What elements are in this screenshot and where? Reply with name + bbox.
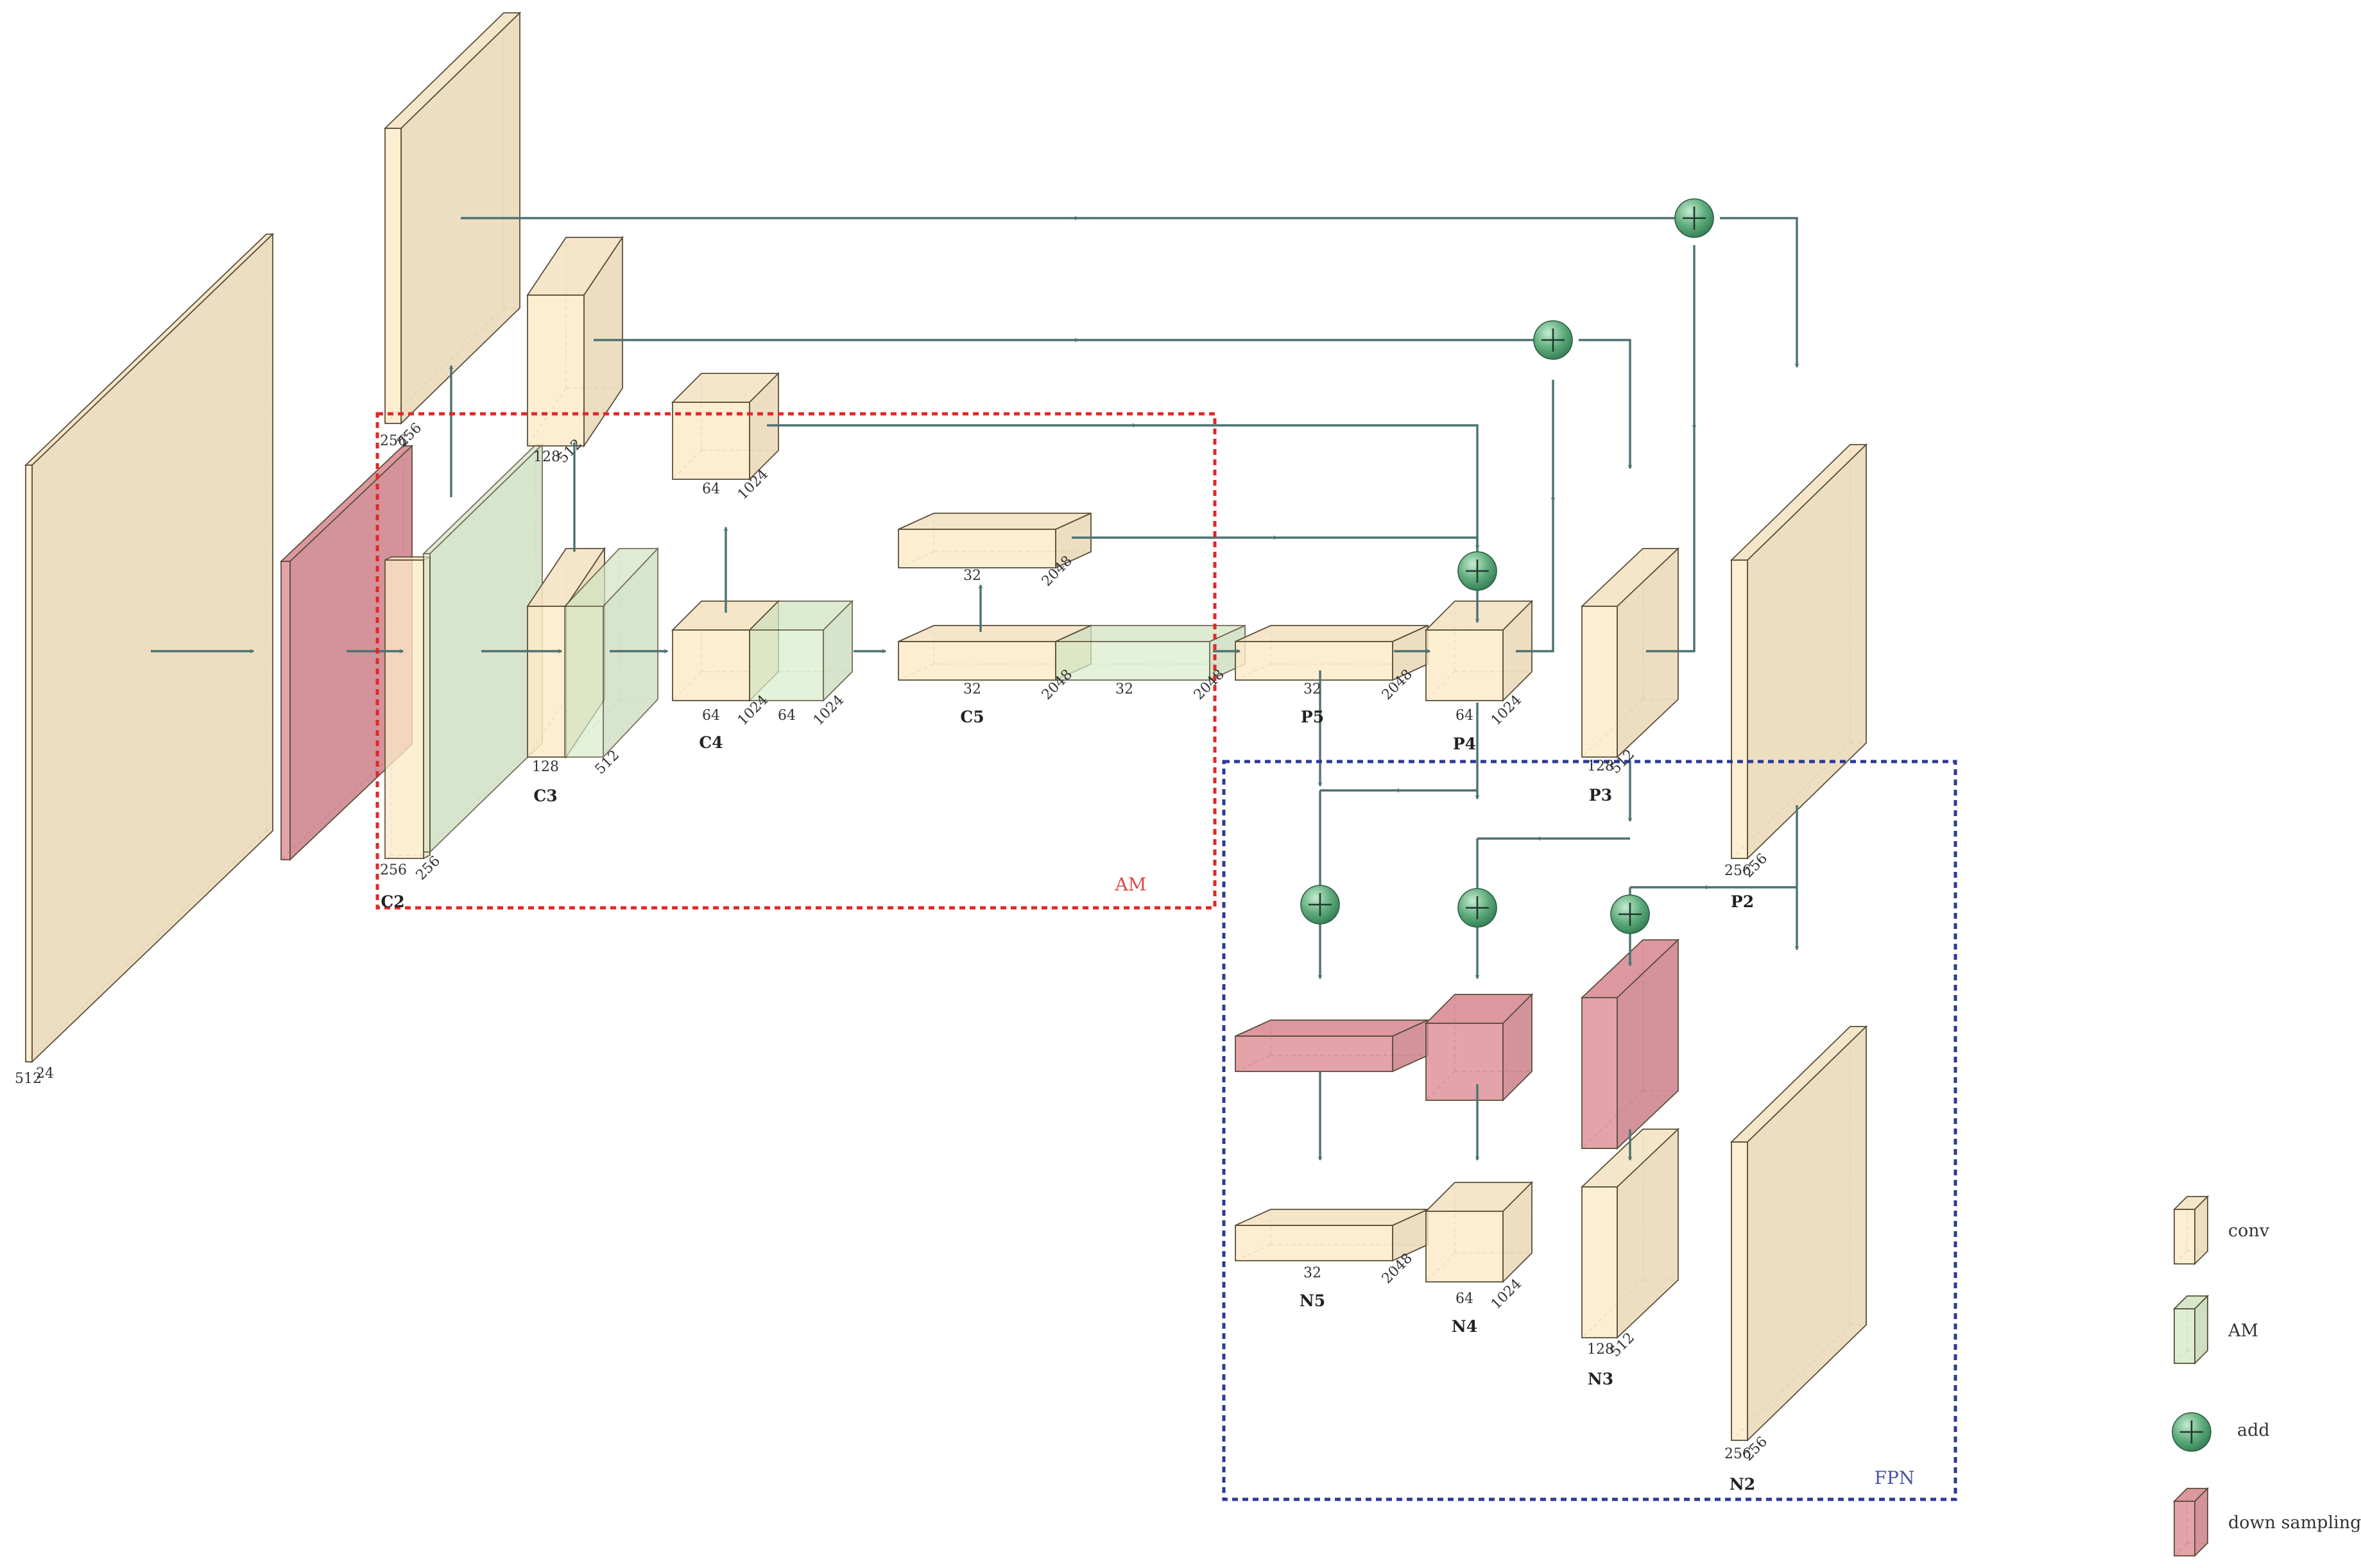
dim-input-512: 512 (15, 1071, 42, 1087)
add-node-n4 (1457, 888, 1497, 928)
legend-am-icon (2172, 1294, 2210, 1365)
label-c2: C2 (381, 892, 404, 911)
legend-add-label: add (2237, 1420, 2270, 1440)
add-node-p4 (1457, 551, 1497, 591)
dim-input-24: 24 (36, 1066, 54, 1082)
edge-p4-add-up (1516, 495, 1556, 652)
label-c4: C4 (699, 733, 723, 752)
legend: conv AM add down sampling (2172, 1195, 2361, 1558)
add-node-n3 (1610, 894, 1650, 934)
fpn-region (1222, 760, 1957, 1501)
label-n3: N3 (1588, 1370, 1613, 1388)
p4-block (1424, 599, 1534, 703)
c2-up-block (383, 11, 522, 425)
input-image (24, 232, 275, 1064)
dim-c2-256a: 256 (380, 862, 407, 878)
fpn-region-label: FPN (1875, 1467, 1915, 1488)
edge-c4up-p4 (1136, 424, 1480, 550)
edge-c5up-p4 (1277, 536, 1480, 624)
dim-c5up-32: 32 (963, 568, 981, 584)
n4-block (1424, 1180, 1534, 1284)
legend-add-icon (2172, 1412, 2211, 1452)
dim-c4up-64: 64 (702, 481, 720, 497)
p3-block (1580, 547, 1680, 759)
dim-c4am-64: 64 (778, 708, 796, 724)
dim-c5-32: 32 (963, 681, 981, 697)
regions-group (375, 412, 1957, 1501)
add-nodes-group (1300, 198, 1714, 934)
dim-p4-64: 64 (1455, 708, 1473, 724)
label-c5: C5 (960, 708, 984, 726)
dim-p5-32: 32 (1303, 681, 1321, 697)
label-n4: N4 (1452, 1317, 1477, 1336)
dim-c5am-32: 32 (1115, 681, 1133, 697)
c4-am-block (748, 599, 854, 703)
c3-up-block (526, 235, 624, 448)
n4-downsample-block (1424, 993, 1534, 1102)
stem-downsample (279, 444, 414, 862)
dim-n4-64: 64 (1455, 1291, 1473, 1307)
add-node-mid (1533, 320, 1573, 360)
n5-downsample-block (1235, 1019, 1429, 1073)
am-region-label: AM (1115, 874, 1147, 895)
dim-c3-128: 128 (532, 759, 559, 775)
legend-conv-icon (2172, 1195, 2210, 1266)
n3-downsample-block (1580, 938, 1680, 1150)
edges-group (151, 216, 1799, 1161)
p5-block (1235, 624, 1429, 681)
label-p5: P5 (1301, 708, 1324, 726)
p2-block (1730, 443, 1868, 860)
dim-c4-64: 64 (702, 708, 720, 724)
edge-addtop-right (1720, 217, 1799, 368)
c5-am-block (1055, 624, 1246, 681)
label-c3: C3 (533, 787, 557, 805)
legend-down-sampling-icon (2172, 1487, 2210, 1558)
dim-p2-256a: 256 (1724, 863, 1751, 879)
dim-c3up-128: 128 (533, 449, 560, 465)
label-n5: N5 (1300, 1291, 1325, 1310)
am-region (375, 412, 1217, 910)
label-p3: P3 (1589, 786, 1612, 805)
legend-down-sampling-label: down sampling (2228, 1513, 2361, 1533)
label-n2: N2 (1730, 1475, 1755, 1494)
legend-am-label: AM (2228, 1321, 2258, 1341)
dim-p3-128: 128 (1587, 758, 1614, 774)
add-node-top (1674, 198, 1714, 238)
legend-conv-label: conv (2228, 1221, 2270, 1241)
edge-addmid-right (1579, 339, 1633, 470)
label-p2: P2 (1731, 892, 1754, 911)
label-p4: P4 (1453, 735, 1476, 753)
c5-up-block (898, 512, 1092, 569)
legend-icons (2172, 1195, 2211, 1558)
dim-c2up-256a: 256 (380, 433, 407, 449)
edge-p3-up (1646, 422, 1697, 652)
c2-am-block (422, 443, 544, 854)
dim-n5-32: 32 (1303, 1265, 1321, 1281)
c4-up-block (671, 371, 780, 481)
n2-block (1730, 1025, 1868, 1442)
layers-group (24, 11, 1868, 1442)
dim-n2-256a: 256 (1724, 1446, 1751, 1462)
n5-block (1235, 1208, 1429, 1262)
n3-block (1580, 1127, 1680, 1340)
add-node-n5 (1300, 885, 1340, 925)
dim-n3-128: 128 (1587, 1342, 1614, 1358)
c3-am-block (563, 547, 660, 759)
